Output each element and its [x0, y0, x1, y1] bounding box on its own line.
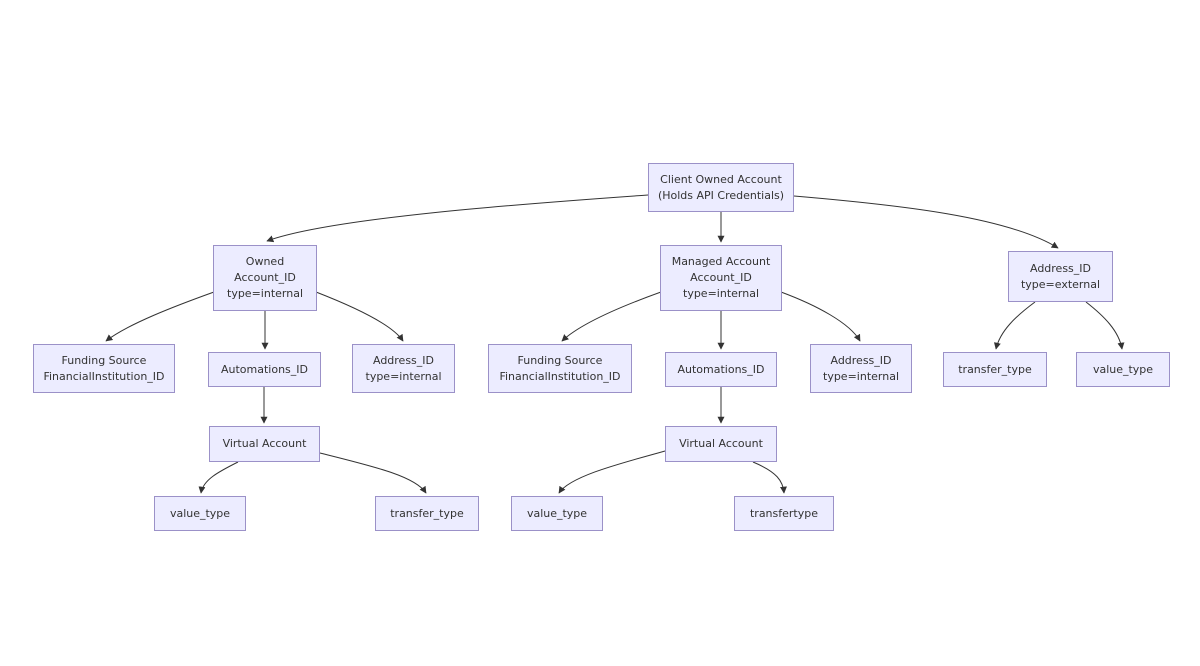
- node-virtual-account-2: Virtual Account: [665, 426, 777, 462]
- edge-addrext-value: [1085, 301, 1125, 350]
- node-address-id-internal-1: Address_ID type=internal: [352, 344, 455, 393]
- node-label-line: Address_ID: [1029, 261, 1092, 275]
- edge-owned-addrint1: [315, 291, 404, 342]
- node-label-line: transfertype: [749, 506, 818, 520]
- node-label-line: value_type: [526, 506, 588, 520]
- edge-client-owned: [266, 194, 649, 243]
- node-label-line: Virtual Account: [222, 437, 307, 450]
- node-label-line: transfer_type: [958, 362, 1032, 376]
- node-label-line: type=internal: [683, 287, 759, 300]
- node-managed-account: Managed Account Account_ID type=internal: [660, 245, 782, 311]
- node-automations-id-1: Automations_ID: [208, 352, 321, 387]
- node-label-line: Address_ID: [372, 353, 435, 367]
- edge-virtual1-value1: [198, 461, 239, 494]
- node-label-line: value_type: [1092, 362, 1154, 376]
- node-automations-id-2: Automations_ID: [665, 352, 777, 387]
- edge-owned-fund1: [105, 291, 215, 342]
- node-transfertype-2: transfertype: [734, 496, 834, 531]
- node-owned-account: Owned Account_ID type=internal: [213, 245, 317, 311]
- node-address-id-internal-2: Address_ID type=internal: [810, 344, 912, 393]
- node-label-line: Automations_ID: [677, 362, 765, 376]
- node-label-line: Automations_ID: [220, 362, 308, 376]
- node-label-line: Account_ID: [234, 271, 296, 284]
- node-label-line: Owned: [245, 255, 285, 268]
- node-label-line: (Holds API Credentials): [657, 188, 785, 202]
- node-label-line: Client Owned Account: [660, 172, 782, 186]
- edge-virtual2-value2: [558, 450, 666, 494]
- node-transfer-type-1: transfer_type: [375, 496, 479, 531]
- edge-client-addrext: [793, 195, 1059, 249]
- node-label-line: transfer_type: [390, 506, 464, 520]
- node-label-line: Virtual Account: [679, 437, 763, 450]
- node-virtual-account-1: Virtual Account: [209, 426, 320, 462]
- node-label-line: value_type: [169, 506, 231, 520]
- node-funding-source-2: Funding Source FinancialInstitution_ID: [488, 344, 632, 393]
- edge-managed-addrint2: [780, 291, 861, 342]
- node-funding-source-1: Funding Source FinancialInstitution_ID: [33, 344, 175, 393]
- node-label-line: type=internal: [227, 287, 303, 300]
- node-client-owned-account: Client Owned Account (Holds API Credenti…: [648, 163, 794, 212]
- node-label-line: Funding Source: [517, 353, 603, 367]
- node-label-line: Address_ID: [830, 353, 892, 367]
- node-value-type-right: value_type: [1076, 352, 1170, 387]
- node-label-line: FinancialInstitution_ID: [43, 369, 165, 383]
- edge-addrext-transfer: [993, 301, 1036, 350]
- edge-virtual1-transfer1: [319, 452, 427, 494]
- node-address-id-external: Address_ID type=external: [1008, 251, 1113, 302]
- node-label-line: type=internal: [823, 369, 899, 383]
- node-value-type-1: value_type: [154, 496, 246, 531]
- edge-managed-fund2: [561, 291, 662, 342]
- node-value-type-2: value_type: [511, 496, 603, 531]
- node-label-line: FinancialInstitution_ID: [499, 369, 621, 383]
- node-label-line: type=external: [1020, 277, 1101, 291]
- node-label-line: type=internal: [365, 369, 442, 383]
- node-label-line: Funding Source: [61, 353, 147, 367]
- node-label-line: Managed Account: [671, 255, 771, 268]
- edge-virtual2-transfertype: [752, 461, 787, 494]
- node-label-line: Account_ID: [690, 271, 752, 284]
- node-transfer-type-right: transfer_type: [943, 352, 1047, 387]
